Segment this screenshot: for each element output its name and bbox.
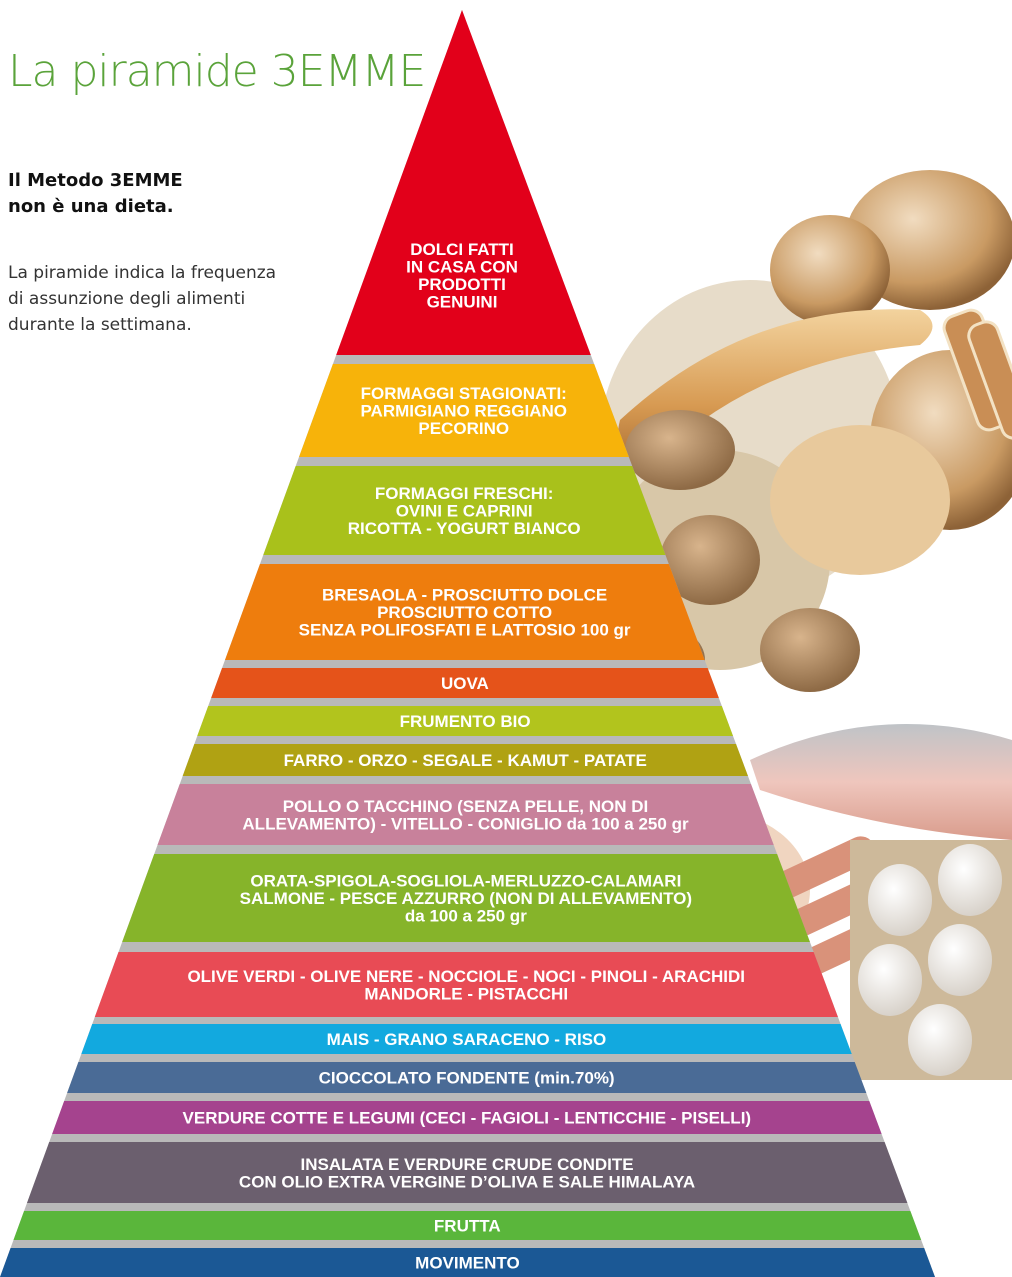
pyramid-tier-label: PRODOTTI [418,275,506,294]
pyramid-tier-label: BRESAOLA - PROSCIUTTO DOLCE [322,586,607,605]
pyramid-tier-label: POLLO O TACCHINO (SENZA PELLE, NON DI [283,797,649,816]
pyramid-tier: UOVA [211,668,719,698]
pyramid-tier-label: PECORINO [418,419,509,438]
pyramid-tier-label: FRUTTA [434,1217,501,1236]
pyramid-tier-label: PROSCIUTTO COTTO [377,603,552,622]
pyramid-tier: FRUTTA [13,1211,921,1240]
pyramid-tier-label: IN CASA CON [406,257,518,276]
pyramid-tier-label: PARMIGIANO REGGIANO [360,402,567,421]
pyramid-tier-label: ORATA-SPIGOLA-SOGLIOLA-MERLUZZO-CALAMARI [250,872,681,891]
pyramid-tier: MAIS - GRANO SARACENO - RISO [81,1024,851,1054]
pyramid-tier-label: FARRO - ORZO - SEGALE - KAMUT - PATATE [284,751,647,770]
pyramid-tier: POLLO O TACCHINO (SENZA PELLE, NON DIALL… [158,784,774,845]
pyramid-tier-label: UOVA [441,674,489,693]
pyramid-tier-label: SENZA POLIFOSFATI E LATTOSIO 100 gr [299,621,631,640]
pyramid-tier-label: RICOTTA - YOGURT BIANCO [348,519,581,538]
pyramid-tier-label: da 100 a 250 gr [405,907,527,926]
pyramid-tier-label: OVINI E CAPRINI [396,502,533,521]
pyramid-tier: FORMAGGI STAGIONATI:PARMIGIANO REGGIANOP… [299,364,629,457]
pyramid-tier-label: CIOCCOLATO FONDENTE (min.70%) [319,1069,615,1088]
pyramid-tier: FRUMENTO BIO [197,706,733,736]
pyramid-tier-label: INSALATA E VERDURE CRUDE CONDITE [300,1155,633,1174]
pyramid-tier-label: GENUINI [427,292,498,311]
pyramid-tier: FORMAGGI FRESCHI:OVINI E CAPRINIRICOTTA … [263,466,665,555]
pyramid-tier-label: DOLCI FATTI [410,240,514,259]
pyramid-tier: VERDURE COTTE E LEGUMI (CECI - FAGIOLI -… [52,1101,881,1134]
pyramid-tier-label: OLIVE VERDI - OLIVE NERE - NOCCIOLE - NO… [187,967,745,986]
pyramid-tier-label: FRUMENTO BIO [400,712,531,731]
pyramid-tier: CIOCCOLATO FONDENTE (min.70%) [67,1062,866,1093]
pyramid-tier-label: MAIS - GRANO SARACENO - RISO [327,1030,607,1049]
pyramid-tier: FARRO - ORZO - SEGALE - KAMUT - PATATE [183,744,748,776]
pyramid-tier-label: FORMAGGI FRESCHI: [375,484,554,503]
pyramid-tier: OLIVE VERDI - OLIVE NERE - NOCCIOLE - NO… [95,952,838,1017]
pyramid-tier: ORATA-SPIGOLA-SOGLIOLA-MERLUZZO-CALAMARI… [122,854,810,942]
pyramid-tier-label: MOVIMENTO [415,1254,520,1273]
pyramid-tier-label: SALMONE - PESCE AZZURRO (NON DI ALLEVAME… [240,889,692,908]
pyramid-tier: MOVIMENTO [0,1248,935,1277]
pyramid-tier-label: ALLEVAMENTO) - VITELLO - CONIGLIO da 100… [242,814,689,833]
pyramid-tier-label: FORMAGGI STAGIONATI: [361,384,567,403]
pyramid-tier-label: VERDURE COTTE E LEGUMI (CECI - FAGIOLI -… [183,1109,752,1128]
pyramid-tier-label: CON OLIO EXTRA VERGINE D’OLIVA E SALE HI… [239,1172,695,1191]
pyramid-tier-label: MANDORLE - PISTACCHI [364,984,568,1003]
